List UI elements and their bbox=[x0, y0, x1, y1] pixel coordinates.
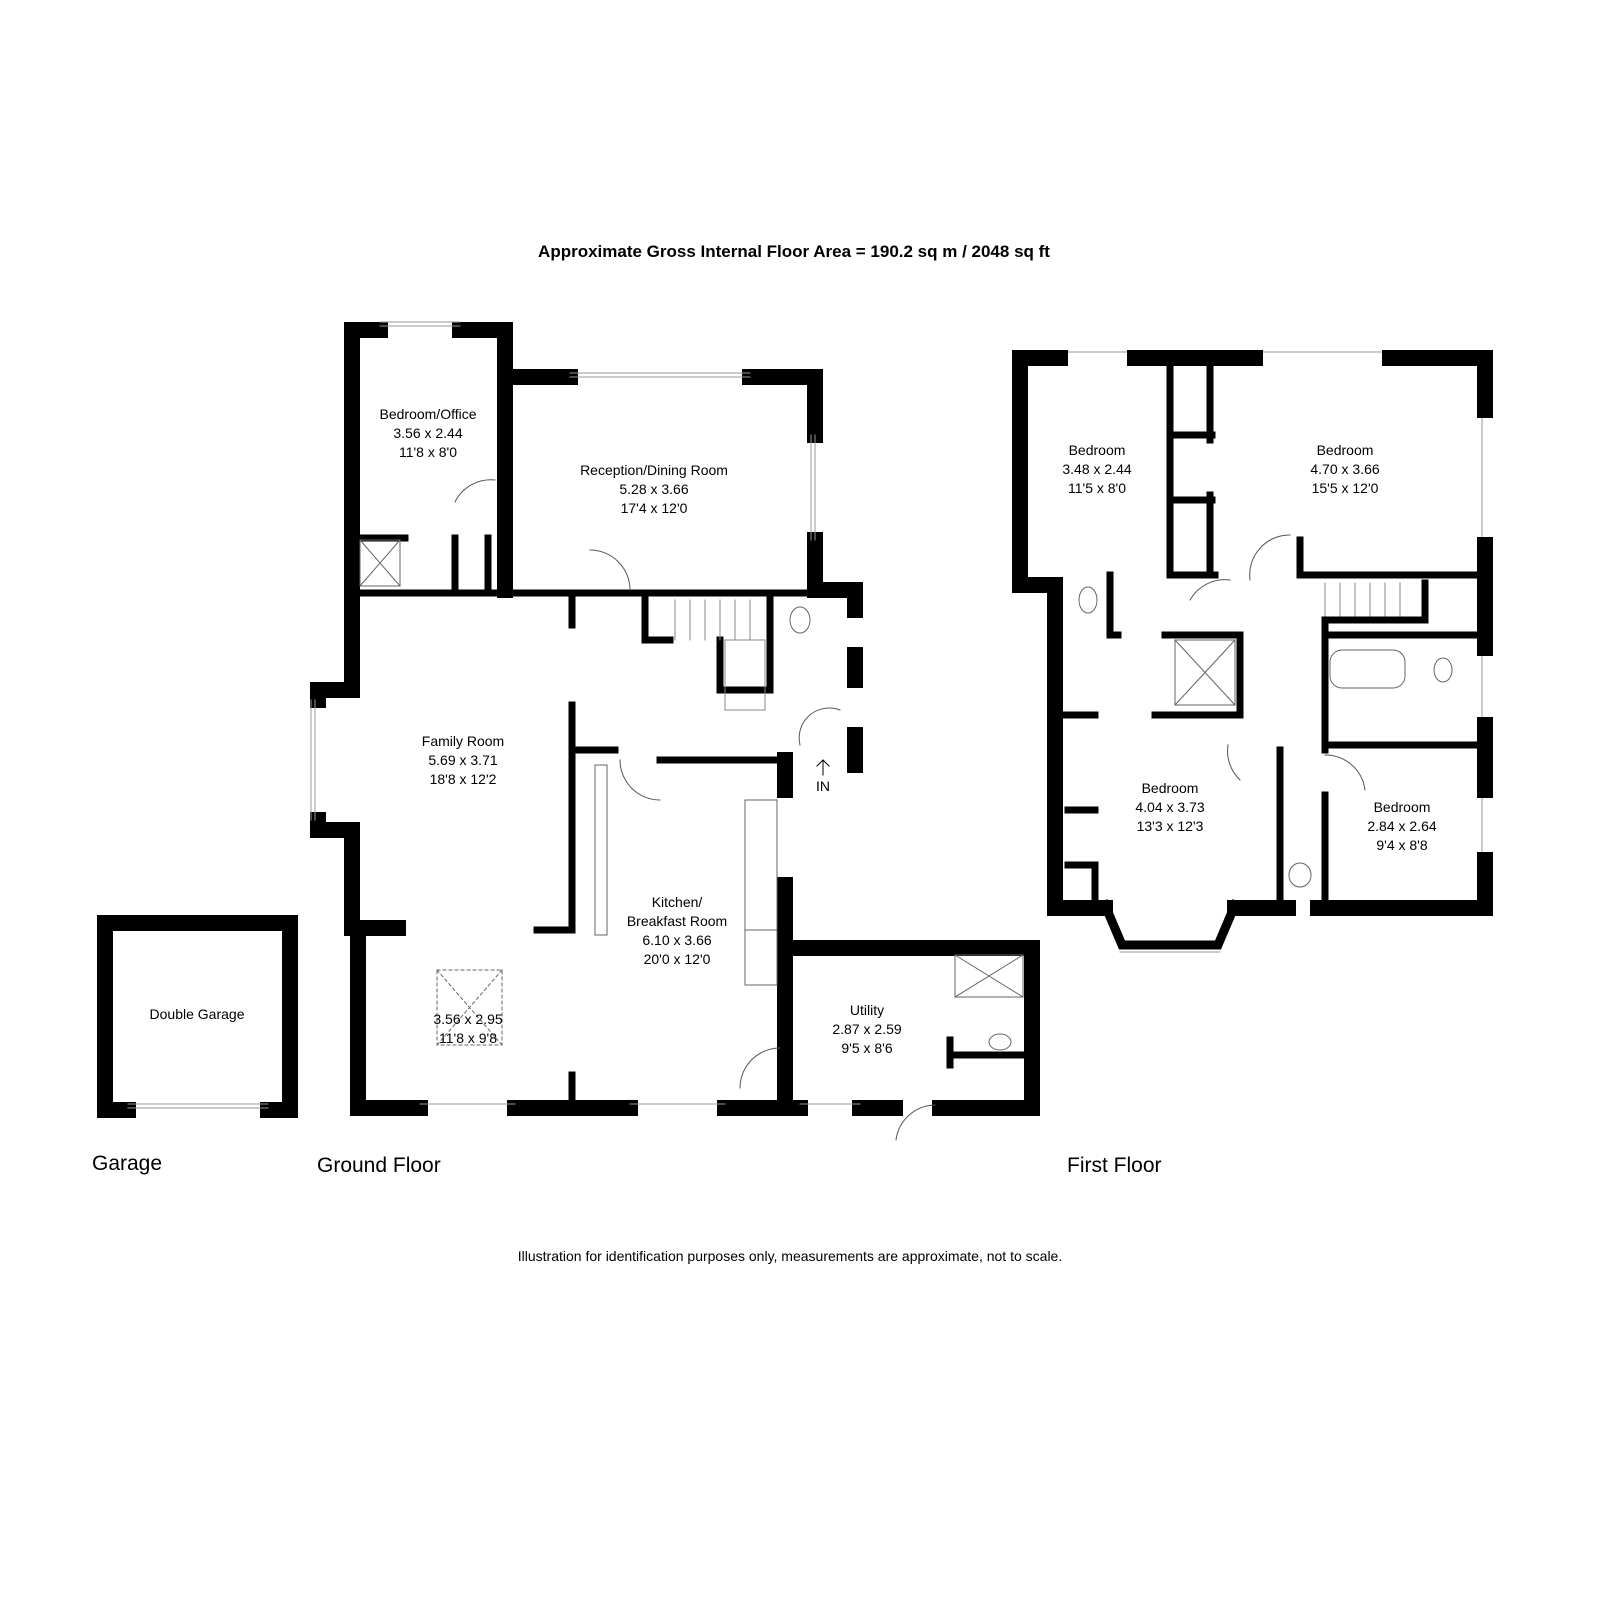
disclaimer: Illustration for identification purposes… bbox=[517, 1248, 1063, 1264]
room-metric: 4.70 x 3.66 bbox=[1310, 461, 1380, 477]
floor-area-title: Approximate Gross Internal Floor Area = … bbox=[538, 242, 1050, 261]
windows bbox=[127, 321, 1483, 1109]
room-name: Kitchen/ bbox=[651, 894, 703, 910]
floor-label-garage: Garage bbox=[92, 1152, 163, 1175]
room-metric: 3.48 x 2.44 bbox=[1062, 461, 1132, 477]
room-name: Utility bbox=[849, 1002, 885, 1018]
room-metric: 4.04 x 3.73 bbox=[1135, 799, 1205, 815]
room-family: Family Room 5.69 x 3.71 18'8 x 12'2 bbox=[422, 732, 504, 789]
room-name: Bedroom bbox=[1316, 442, 1374, 458]
room-garage: Double Garage bbox=[150, 1005, 245, 1024]
room-conservatory: 3.56 x 2.95 11'8 x 9'8 bbox=[433, 1010, 502, 1048]
room-metric: 6.10 x 3.66 bbox=[642, 932, 712, 948]
room-imperial: 11'8 x 8'0 bbox=[398, 444, 458, 460]
fixtures bbox=[359, 539, 1453, 1051]
room-imperial: 11'8 x 9'8 bbox=[438, 1030, 498, 1046]
room-metric: 2.84 x 2.64 bbox=[1367, 818, 1437, 834]
room-name: Reception/Dining Room bbox=[580, 462, 728, 478]
ground-floor-inner-walls bbox=[354, 534, 1036, 1112]
room-reception: Reception/Dining Room 5.28 x 3.66 17'4 x… bbox=[580, 461, 728, 518]
room-bedroom-office: Bedroom/Office 3.56 x 2.44 11'8 x 8'0 bbox=[379, 405, 476, 462]
room-bedroom-2: Bedroom 4.70 x 3.66 15'5 x 12'0 bbox=[1310, 441, 1379, 498]
room-imperial: 20'0 x 12'0 bbox=[643, 951, 711, 967]
room-metric: 3.56 x 2.44 bbox=[393, 425, 463, 441]
first-floor-inner-walls bbox=[1051, 358, 1489, 912]
room-imperial: 17'4 x 12'0 bbox=[620, 500, 688, 516]
first-floor-walls bbox=[1012, 350, 1493, 916]
room-metric: 2.87 x 2.59 bbox=[832, 1021, 902, 1037]
room-imperial: 9'5 x 8'6 bbox=[841, 1040, 893, 1056]
garage-walls bbox=[97, 915, 298, 1118]
room-utility: Utility 2.87 x 2.59 9'5 x 8'6 bbox=[832, 1001, 901, 1058]
floor-label-ground: Ground Floor bbox=[317, 1154, 441, 1177]
room-bedroom-3: Bedroom 4.04 x 3.73 13'3 x 12'3 bbox=[1135, 779, 1204, 836]
stairs bbox=[674, 582, 1401, 711]
room-name: Bedroom/Office bbox=[379, 406, 477, 422]
entrance-arrow-icon bbox=[816, 759, 830, 776]
room-metric: 3.56 x 2.95 bbox=[433, 1011, 503, 1027]
room-imperial: 9'4 x 8'8 bbox=[1376, 837, 1428, 853]
room-name: Bedroom bbox=[1068, 442, 1126, 458]
room-imperial: 13'3 x 12'3 bbox=[1136, 818, 1204, 834]
room-name: Breakfast Room bbox=[626, 913, 728, 929]
entrance-label: IN bbox=[816, 778, 830, 794]
room-metric: 5.69 x 3.71 bbox=[428, 752, 498, 768]
bay-window bbox=[1099, 899, 1241, 950]
room-metric: 5.28 x 3.66 bbox=[619, 481, 689, 497]
floor-label-first: First Floor bbox=[1067, 1154, 1162, 1177]
room-imperial: 18'8 x 12'2 bbox=[429, 771, 497, 787]
room-name: Bedroom bbox=[1141, 780, 1199, 796]
room-bedroom-4: Bedroom 2.84 x 2.64 9'4 x 8'8 bbox=[1367, 798, 1436, 855]
room-name: Family Room bbox=[421, 733, 505, 749]
room-bedroom-1: Bedroom 3.48 x 2.44 11'5 x 8'0 bbox=[1062, 441, 1131, 498]
door-swings bbox=[454, 479, 1366, 1141]
room-imperial: 11'5 x 8'0 bbox=[1067, 480, 1127, 496]
room-name: Bedroom bbox=[1373, 799, 1431, 815]
room-name: Double Garage bbox=[149, 1006, 245, 1022]
room-imperial: 15'5 x 12'0 bbox=[1311, 480, 1379, 496]
room-kitchen: Kitchen/ Breakfast Room 6.10 x 3.66 20'0… bbox=[627, 893, 727, 969]
